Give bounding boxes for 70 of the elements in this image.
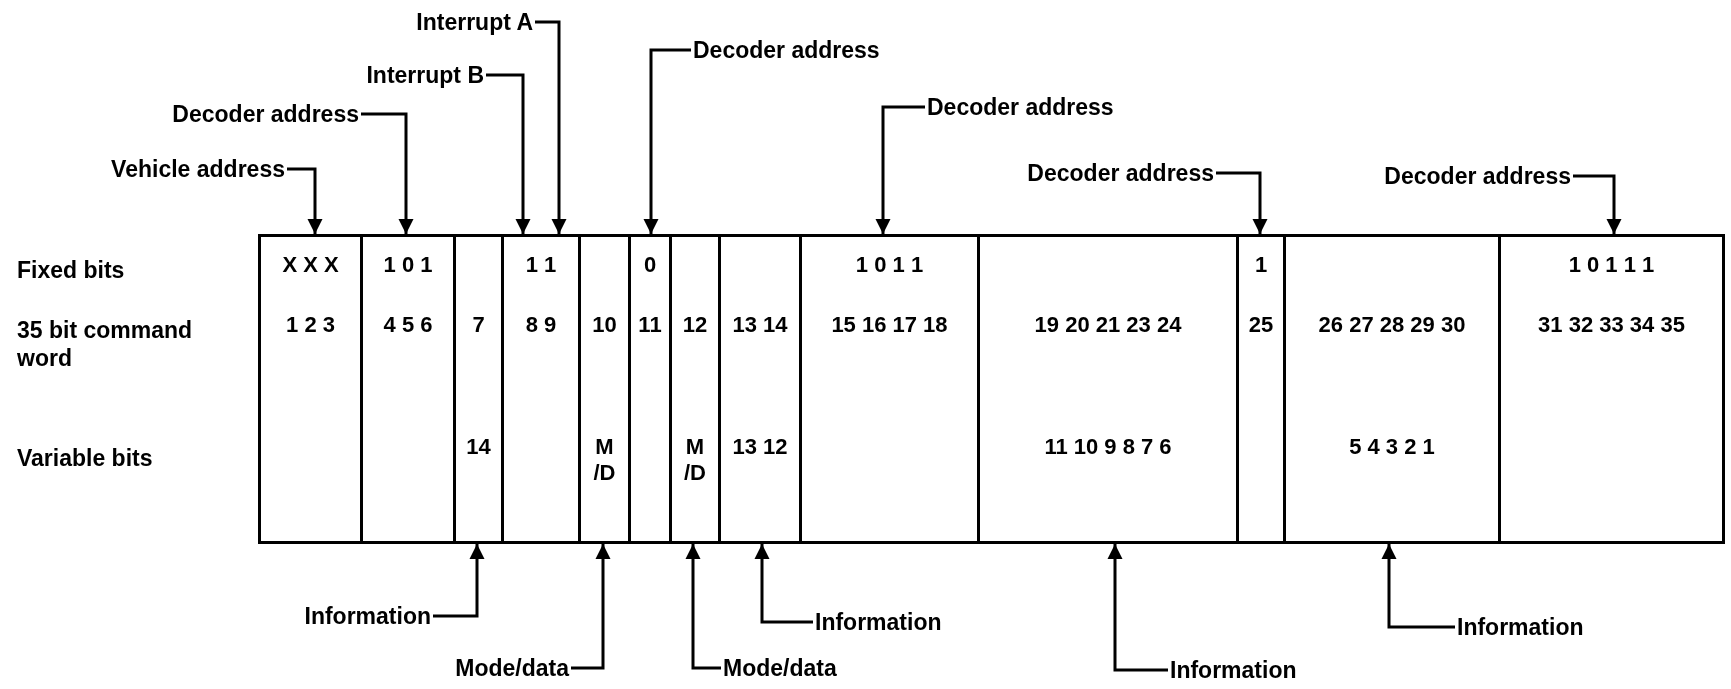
- row-label: Variable bits: [17, 444, 154, 472]
- bit-field: [1498, 234, 1725, 544]
- bit-number: 7: [472, 312, 485, 338]
- variable-bit-value: 11 10 9 8 7 6: [1044, 434, 1172, 460]
- bit-field: [628, 234, 672, 544]
- variable-bit-value: M /D: [593, 434, 616, 486]
- bit-field: [1283, 234, 1501, 544]
- arrow: [287, 167, 323, 234]
- callout-label: Mode/data: [723, 654, 837, 682]
- row-label: Fixed bits: [17, 256, 126, 284]
- fixed-bit-value: 1 0 1 1: [855, 252, 924, 278]
- bit-number: 8 9: [525, 312, 557, 338]
- bit-field: [360, 234, 456, 544]
- callout-label: Interrupt B: [366, 61, 484, 89]
- bit-number: 25: [1248, 312, 1274, 338]
- variable-bit-value: 14: [466, 434, 491, 460]
- fixed-bit-value: 1: [1254, 252, 1268, 278]
- arrow: [361, 112, 414, 234]
- bit-field: [453, 234, 504, 544]
- bit-field: [669, 234, 721, 544]
- bit-number: 10: [592, 312, 617, 338]
- callout-label: Information: [815, 608, 942, 636]
- variable-bit-value: 13 12: [732, 434, 788, 460]
- variable-bit-value: 5 4 3 2 1: [1349, 434, 1435, 460]
- bit-number: 19 20 21 23 24: [1034, 312, 1182, 338]
- bit-number: 26 27 28 29 30: [1318, 312, 1466, 338]
- arrow: [1216, 171, 1268, 234]
- arrow: [1381, 544, 1455, 629]
- callout-label: Information: [304, 602, 431, 630]
- callout-label: Decoder address: [1027, 159, 1214, 187]
- fixed-bit-value: 1 0 1 1 1: [1568, 252, 1655, 278]
- bit-field: [718, 234, 802, 544]
- arrow: [754, 544, 813, 624]
- arrow: [433, 544, 485, 618]
- row-label: 35 bit command word: [17, 316, 194, 372]
- bit-field: [799, 234, 980, 544]
- callout-label: Mode/data: [455, 654, 569, 682]
- fixed-bit-value: 1 1: [525, 252, 557, 278]
- fixed-bit-value: 0: [643, 252, 657, 278]
- bit-number: 4 5 6: [383, 312, 433, 338]
- arrow: [1573, 174, 1622, 234]
- fixed-bit-value: 1 0 1: [383, 252, 433, 278]
- bit-field: [501, 234, 581, 544]
- callout-label: Vehicle address: [111, 155, 285, 183]
- bit-number: 1 2 3: [286, 312, 335, 338]
- bit-field: [258, 234, 363, 544]
- arrow: [685, 544, 721, 670]
- arrow: [875, 105, 925, 234]
- callout-label: Decoder address: [1384, 162, 1571, 190]
- callout-label: Decoder address: [693, 36, 880, 64]
- callout-label: Decoder address: [172, 100, 359, 128]
- bit-field: [977, 234, 1239, 544]
- variable-bit-value: M /D: [684, 434, 706, 486]
- bit-field: [578, 234, 631, 544]
- bit-field: [1236, 234, 1286, 544]
- fixed-bit-value: X X X: [282, 252, 339, 278]
- callout-label: Information: [1170, 656, 1297, 684]
- arrow: [486, 73, 531, 234]
- callout-label: Interrupt A: [416, 8, 533, 36]
- arrow: [535, 20, 567, 234]
- bit-number: 13 14: [732, 312, 788, 338]
- callout-label: Decoder address: [927, 93, 1114, 121]
- bit-number: 31 32 33 34 35: [1538, 312, 1685, 338]
- arrow: [643, 48, 691, 234]
- bit-number: 12: [682, 312, 708, 338]
- bit-number: 11: [638, 312, 662, 338]
- callout-label: Information: [1457, 613, 1584, 641]
- bit-number: 15 16 17 18: [831, 312, 948, 338]
- arrow: [1107, 544, 1168, 672]
- arrow: [571, 544, 611, 670]
